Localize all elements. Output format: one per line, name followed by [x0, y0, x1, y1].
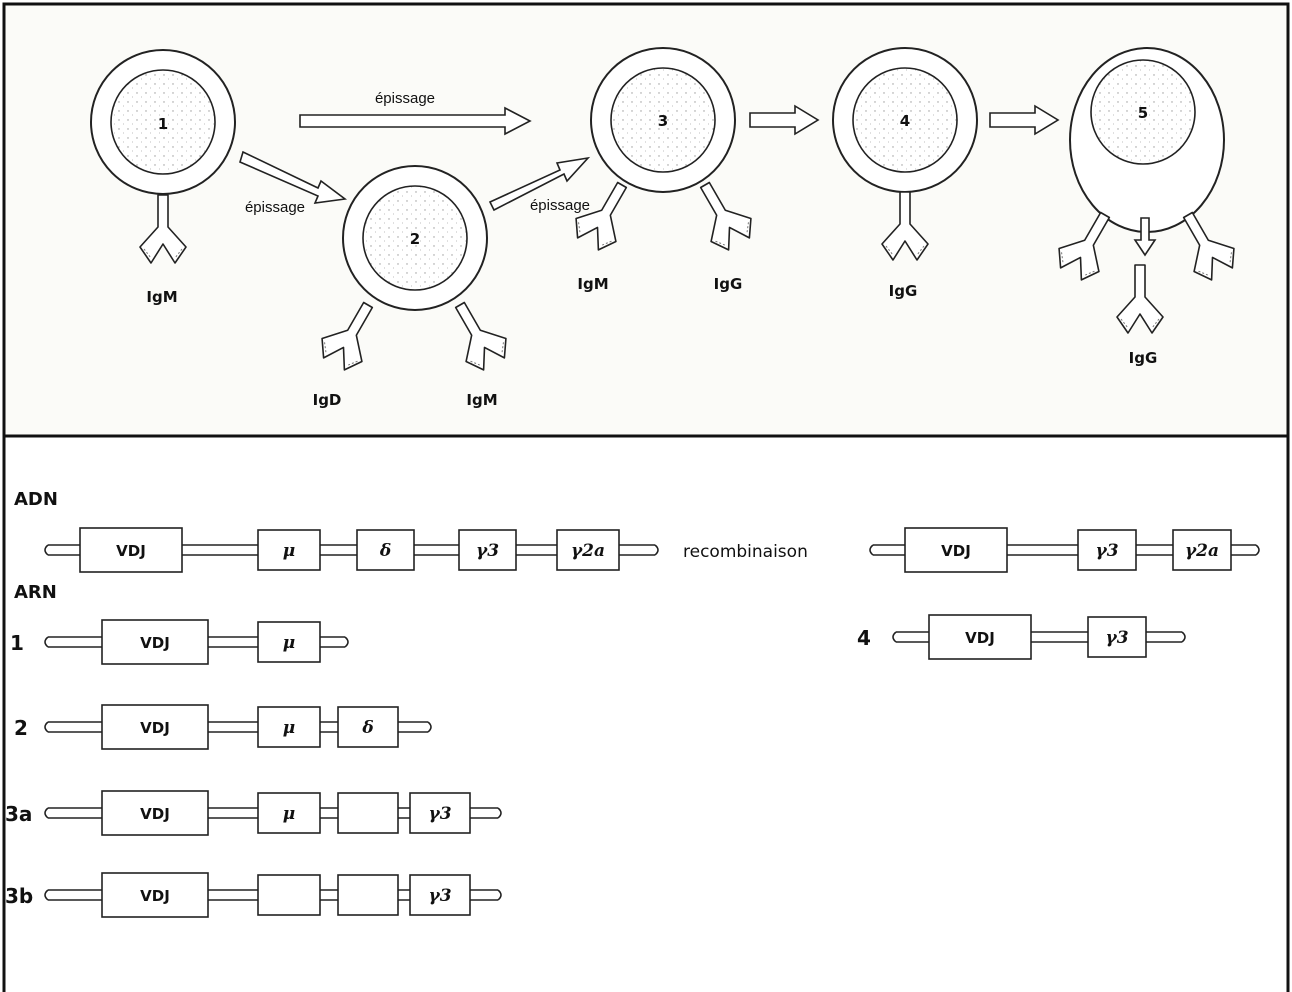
cell-5-secretion-arrow: [1133, 217, 1157, 257]
cell-3-antibody-label-left: IgM: [577, 275, 608, 293]
cell-3-antibody-label-right: IgG: [714, 275, 743, 293]
bottom-panel-frame: [2, 434, 1290, 992]
gene-segment-box: [556, 529, 620, 571]
cell-5: 5: [1069, 47, 1225, 233]
cell-2-antibody-label-left: IgD: [313, 391, 342, 409]
arrow-cell3-to-cell4: [749, 104, 820, 136]
gene-segment-box: [409, 792, 471, 834]
gene-segment-box: [101, 872, 209, 918]
gene-segment-box: [257, 792, 321, 834]
gene-segment-label: μ: [283, 804, 295, 824]
gene-segment-box: [101, 704, 209, 750]
rna-row-label: 4: [857, 626, 871, 650]
gene-segment-box: [257, 529, 321, 571]
gene-segment-label: VDJ: [140, 887, 170, 905]
gene-segment-label: μ: [283, 541, 295, 561]
gene-segment-label: γ2a: [571, 541, 605, 561]
rna-row-3a: VDJ μ γ3 3a: [5, 790, 502, 836]
gene-segment-box: [928, 614, 1032, 660]
gene-segment-label: γ3: [428, 886, 451, 906]
gene-segment-box: [337, 874, 399, 916]
cell-3-number: 3: [658, 112, 668, 130]
dna-after-recombination: VDJ γ3 γ2a: [869, 527, 1260, 573]
cell-3: 3: [590, 47, 736, 193]
gene-segment-label: VDJ: [941, 542, 971, 560]
rna-row-label: 1: [10, 631, 24, 655]
gene-segment-box: [257, 874, 321, 916]
gene-segment-box: [409, 874, 471, 916]
gene-segment-label: δ: [379, 541, 391, 561]
arrow-label-cell2-to-cell3: épissage: [530, 197, 590, 214]
cell-4-number: 4: [900, 112, 910, 130]
cell-5-number: 5: [1138, 104, 1148, 122]
gene-segment-box: [1172, 529, 1232, 571]
gene-segment-box: [257, 706, 321, 748]
gene-segment-box: [257, 621, 321, 663]
cell-4-antibody-label: IgG: [889, 282, 918, 300]
cell-2-number: 2: [410, 230, 420, 248]
gene-segment-label: VDJ: [140, 719, 170, 737]
cell-1: 1: [90, 49, 236, 195]
gene-segment-box: [1077, 529, 1137, 571]
arrow-label-top: épissage: [375, 90, 435, 107]
gene-segment-label: VDJ: [140, 805, 170, 823]
gene-segment-label: δ: [361, 718, 373, 738]
rna-row-2: VDJ μ δ 2: [14, 704, 432, 750]
rna-row-4: VDJ γ3 4: [857, 614, 1186, 660]
gene-segment-label: VDJ: [140, 634, 170, 652]
rna-heading: ARN: [14, 582, 57, 603]
cell-4: 4: [832, 47, 978, 193]
gene-segment-box: [904, 527, 1008, 573]
rna-row-1: VDJ μ 1: [10, 619, 349, 665]
cell-1-number: 1: [158, 115, 168, 133]
dna-before-recombination: VDJ μ δ γ3 γ2a: [44, 527, 659, 573]
cell-2-antibody-label-right: IgM: [466, 391, 497, 409]
cell-5-antibody-label: IgG: [1129, 349, 1158, 367]
recombination-label: recombinaison: [683, 542, 808, 562]
rna-row-label: 2: [14, 716, 28, 740]
rna-row-label: 3b: [5, 884, 33, 908]
gene-segment-label: γ3: [476, 541, 499, 561]
gene-segment-box: [458, 529, 517, 571]
gene-segment-label: μ: [283, 633, 295, 653]
gene-segment-label: VDJ: [116, 542, 146, 560]
gene-segment-label: μ: [283, 718, 295, 738]
gene-segment-box: [101, 619, 209, 665]
gene-segment-box: [1087, 616, 1147, 658]
dna-heading: ADN: [14, 489, 58, 510]
gene-segment-label: VDJ: [965, 629, 995, 647]
gene-segment-box: [337, 792, 399, 834]
arrow-label-cell1-to-cell2: épissage: [245, 199, 305, 216]
gene-segment-label: γ3: [1095, 541, 1118, 561]
gene-segment-box: [101, 790, 209, 836]
arrow-cell2-to-cell3: [488, 156, 591, 212]
gene-segment-label: γ3: [1105, 628, 1128, 648]
gene-segment-label: γ3: [428, 804, 451, 824]
arrow-cell1-to-cell2: [239, 150, 348, 204]
rna-row-3b: VDJ γ3 3b: [5, 872, 502, 918]
gene-segment-label: γ2a: [1185, 541, 1219, 561]
rna-row-label: 3a: [5, 802, 32, 826]
arrow-cell4-to-cell5: [989, 104, 1060, 136]
gene-segment-box: [337, 706, 399, 748]
cell-2: 2: [342, 165, 488, 311]
gene-segment-box: [356, 529, 415, 571]
gene-segment-box: [79, 527, 183, 573]
arrow-cell1-to-cell3: [299, 106, 532, 136]
cell-1-antibody-label: IgM: [146, 288, 177, 306]
